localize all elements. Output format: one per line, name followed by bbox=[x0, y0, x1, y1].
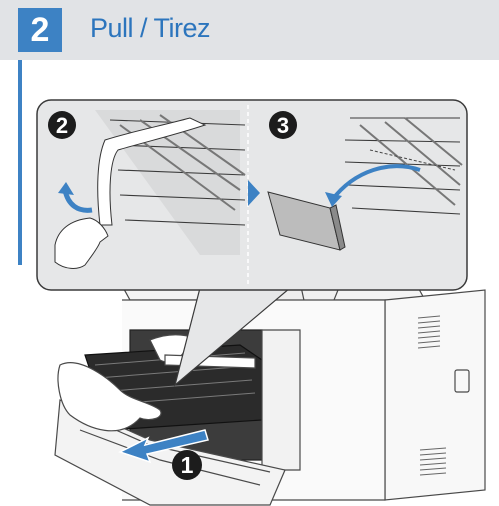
step-header: 2 Pull / Tirez bbox=[0, 0, 499, 60]
step-title: Pull / Tirez bbox=[90, 13, 211, 43]
step-number-badge: 2 bbox=[18, 8, 62, 52]
callout-3: 3 bbox=[269, 111, 297, 139]
callout-2-label: 2 bbox=[56, 113, 68, 138]
right-subpanel-art bbox=[267, 117, 463, 251]
arrow-icon bbox=[248, 180, 260, 206]
pull-arrow-icon bbox=[118, 429, 209, 464]
callout-3-label: 3 bbox=[277, 113, 289, 138]
callout-2: 2 bbox=[48, 111, 76, 139]
callout-1: 1 bbox=[172, 450, 202, 480]
side-rule bbox=[18, 60, 22, 265]
callout-1-label: 1 bbox=[181, 452, 194, 478]
printer-illustration bbox=[54, 281, 486, 506]
left-subpanel-art bbox=[54, 110, 246, 269]
